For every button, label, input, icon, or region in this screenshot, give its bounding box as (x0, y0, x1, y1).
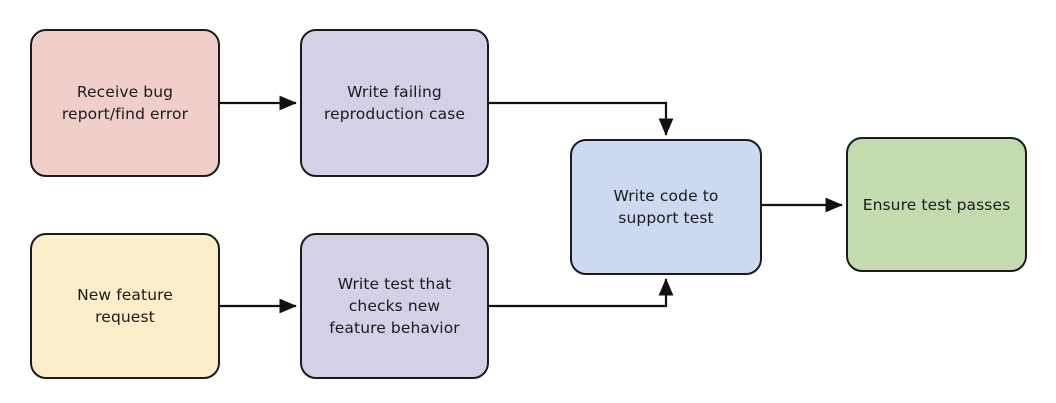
edge-test-to-code (489, 278, 674, 308)
node-ensure-test-passes[interactable]: Ensure test passes (846, 137, 1027, 272)
node-write-code-to-support-test[interactable]: Write code to support test (570, 139, 762, 275)
node-label-write-test-checks-new-feature: Write test that checks new feature behav… (329, 275, 460, 337)
edge-repro-to-code (489, 101, 674, 136)
node-label-write-code-to-support-test: Write code to support test (613, 187, 719, 227)
node-write-failing-reproduction-case[interactable]: Write failing reproduction case (300, 29, 489, 177)
node-label-receive-bug-report: Receive bug report/find error (61, 83, 189, 123)
node-label-new-feature-request: New feature request (77, 286, 173, 326)
node-label-write-failing-reproduction-case: Write failing reproduction case (323, 83, 466, 123)
node-label-ensure-test-passes: Ensure test passes (862, 195, 1011, 214)
node-new-feature-request[interactable]: New feature request (30, 233, 220, 379)
node-write-test-checks-new-feature[interactable]: Write test that checks new feature behav… (300, 233, 489, 379)
node-receive-bug-report[interactable]: Receive bug report/find error (30, 29, 220, 177)
